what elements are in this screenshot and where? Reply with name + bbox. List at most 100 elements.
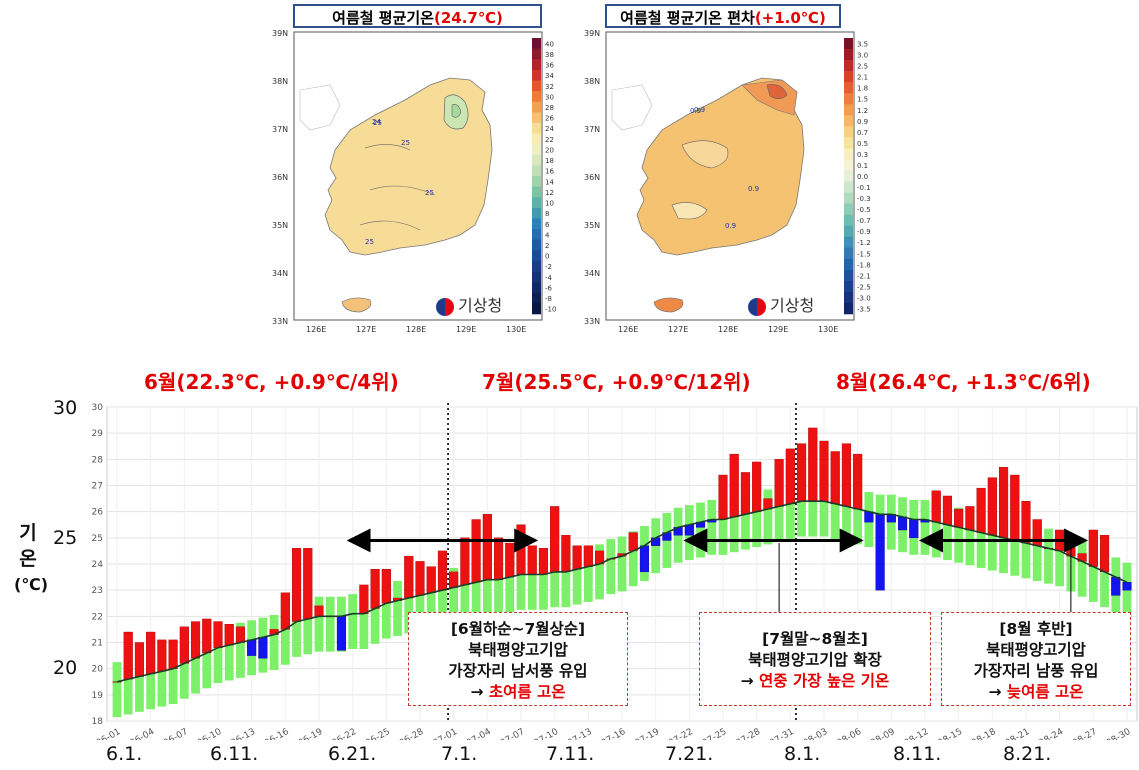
legend-label: 0.9 (857, 118, 868, 126)
map-legend-mean: 4038363432302826242220181614121086420-2-… (532, 38, 556, 315)
x-tick-label: 06-04 (129, 727, 157, 740)
x-tick-label: 07-28 (735, 727, 763, 740)
legend-swatch (532, 250, 541, 262)
svg-text:127E: 127E (356, 325, 376, 334)
normal-range-bar (550, 552, 560, 608)
normal-range-bar (415, 575, 425, 631)
legend-label: -0.3 (857, 195, 871, 203)
svg-text:129E: 129E (768, 325, 788, 334)
x-tick-label: 06-07 (162, 727, 190, 740)
normal-range-bar (516, 554, 526, 610)
svg-text:127E: 127E (668, 325, 688, 334)
warm-anomaly-bar (303, 548, 313, 620)
svg-text:37N: 37N (272, 125, 288, 134)
legend-label: -10 (545, 306, 556, 314)
legend-label: 18 (545, 157, 554, 165)
normal-range-bar (1077, 541, 1087, 597)
cool-anomaly-bar (909, 519, 919, 539)
legend-swatch (844, 291, 853, 304)
x-tick-label: 07-13 (566, 727, 594, 740)
legend-label: 2.5 (857, 63, 868, 71)
cool-anomaly-bar (336, 616, 347, 651)
legend-swatch (844, 93, 853, 105)
y-tick-label: 28 (92, 455, 104, 465)
x-tick-label: 08-18 (970, 727, 998, 740)
legend-label: -0.7 (857, 217, 871, 225)
x-tick-label: 06-28 (398, 727, 426, 740)
legend-swatch (532, 197, 541, 209)
map-mean-temperature: 24 25 25 25 25 39N 38N 37N 36N 35N 34N 3… (272, 30, 556, 334)
warm-anomaly-bar (998, 466, 1009, 539)
x-tick-label: 07-22 (667, 727, 695, 740)
contour-label: 25 (373, 119, 382, 127)
warm-anomaly-bar (168, 639, 178, 669)
normal-range-bar (224, 625, 234, 681)
warm-anomaly-bar (202, 618, 212, 654)
legend-swatch (532, 122, 541, 134)
legend-label: 0.0 (857, 173, 868, 181)
date-label: 6.21. (328, 743, 377, 765)
june-summary: 6월(22.3℃, +0.9℃/4위) (144, 370, 399, 394)
warm-anomaly-bar (628, 532, 638, 552)
warm-anomaly-bar (718, 474, 728, 520)
legend-swatch (844, 280, 853, 293)
normal-range-bar (572, 549, 582, 605)
legend-swatch (532, 38, 541, 49)
normal-range-bar (830, 484, 840, 540)
warm-anomaly-bar (572, 545, 582, 570)
warm-anomaly-bar (482, 514, 492, 580)
y-tick-label: 27 (92, 482, 103, 492)
warm-anomaly-bar (942, 495, 953, 525)
y-tick-label: 20 (92, 665, 104, 675)
normal-range-bar (168, 649, 178, 704)
x-tick-label: 07-16 (600, 727, 628, 740)
lon-labels: 126E 127E 128E 129E 130E (306, 325, 526, 334)
normal-range-bar (303, 599, 313, 655)
cool-anomaly-bar (258, 637, 268, 659)
normal-range-bar (920, 499, 930, 555)
normal-range-bar (842, 486, 851, 542)
legend-swatch (532, 48, 541, 60)
legend-label: 26 (545, 115, 554, 123)
warm-anomaly-bar (808, 427, 818, 502)
legend-label: -2.5 (857, 283, 871, 291)
warm-anomaly-bar (314, 605, 324, 617)
normal-range-bar (1055, 531, 1065, 587)
x-tick-label: 07-19 (634, 727, 662, 740)
legend-swatch (844, 49, 853, 61)
warm-anomaly-bar (1099, 535, 1110, 573)
x-tick-label: 07-07 (499, 727, 527, 740)
svg-text:38N: 38N (272, 77, 288, 86)
legend-swatch (844, 269, 853, 282)
warm-anomaly-bar (493, 537, 504, 580)
legend-swatch (532, 144, 541, 156)
normal-range-bar (853, 489, 863, 545)
legend-swatch (844, 192, 853, 204)
normal-range-bar (628, 531, 638, 587)
legend-swatch (532, 229, 541, 240)
legend-swatch (844, 214, 853, 226)
svg-text:34N: 34N (272, 269, 288, 278)
legend-label: 2.1 (857, 74, 868, 82)
x-tick-label: 08-09 (869, 727, 897, 740)
x-tick-label: 06-13 (230, 727, 258, 740)
x-tick-label: 08-03 (802, 727, 830, 740)
legend-label: -0.5 (857, 206, 871, 214)
y-major-20: 20 (53, 657, 78, 679)
legend-label: 28 (545, 104, 554, 112)
annotation-early-summer: [6월하순~7월상순] 북태평양고기압 가장자리 남서풍 유입 → 초여름 고온 (408, 612, 628, 706)
lat-labels: 39N 38N 37N 36N 35N 34N 33N (584, 30, 600, 326)
warm-anomaly-bar (1021, 500, 1031, 544)
normal-range-bar (494, 560, 503, 616)
map-temperature-anomaly: 0.9 0.9 0.9 0.9 39N 38N 37N 36N 35N 34N … (584, 30, 871, 334)
legend-label: 3.5 (857, 41, 868, 49)
normal-range-bar (696, 502, 705, 558)
legend-swatch (844, 137, 853, 149)
normal-range-bar (280, 609, 290, 665)
contour-label: 24 (372, 118, 381, 126)
legend-swatch (844, 170, 853, 182)
normal-range-bar (404, 578, 414, 634)
x-tick-label: 08-21 (1004, 727, 1032, 740)
x-tick-label: 06-19 (297, 727, 325, 740)
normal-range-bar (527, 554, 537, 610)
